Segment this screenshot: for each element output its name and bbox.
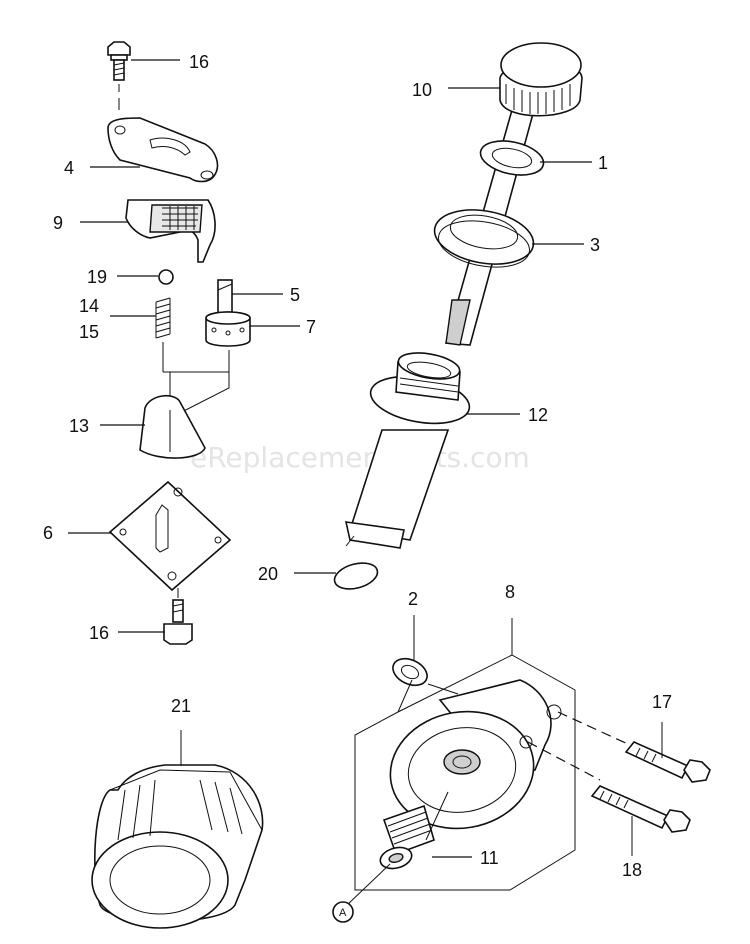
- part-11-nipple: [379, 791, 449, 870]
- part-21-oil-filter: [91, 730, 264, 929]
- label-11: 11: [480, 848, 499, 868]
- label-16-top: 16: [189, 52, 209, 72]
- part-6-plate: [108, 480, 232, 592]
- part-9-screen-bracket: [125, 199, 216, 263]
- label-21: 21: [171, 696, 191, 716]
- label-8: 8: [505, 582, 515, 602]
- part-13-cone: [139, 395, 206, 459]
- label-5: 5: [290, 285, 300, 305]
- callout-a-circle: [332, 901, 354, 923]
- label-3: 3: [590, 235, 600, 255]
- label-12: 12: [528, 405, 548, 425]
- label-20: 20: [258, 564, 278, 584]
- part-8-filter-base: [389, 679, 562, 830]
- part-16-bolt-top: [107, 41, 131, 110]
- part-8-housing-outline: [354, 618, 576, 891]
- part-19-ball: [158, 269, 174, 285]
- part-12-filler-tube: [344, 352, 471, 549]
- label-16-bottom: 16: [89, 623, 109, 643]
- label-13: 13: [69, 416, 89, 436]
- part-5-valve: [217, 279, 233, 317]
- watermark-text: eReplacementParts.com: [190, 441, 530, 474]
- part-14-15-spring: [155, 297, 171, 339]
- label-6: 6: [43, 523, 53, 543]
- label-4: 4: [64, 158, 74, 178]
- label-10: 10: [412, 80, 432, 100]
- label-2: 2: [408, 589, 418, 609]
- part-18-bolt: [590, 785, 691, 856]
- part-1-o-ring: [479, 140, 545, 176]
- label-9: 9: [53, 213, 63, 233]
- label-19: 19: [87, 267, 107, 287]
- callout-a-letter: A: [339, 907, 347, 919]
- part-17-bolt: [624, 722, 711, 783]
- label-1: 1: [598, 153, 608, 173]
- part-20-disc: [333, 562, 379, 590]
- part-2-clip: [392, 615, 428, 687]
- label-17: 17: [652, 692, 672, 712]
- part-3-gasket: [433, 209, 535, 268]
- bolt-18-axis: [527, 741, 601, 781]
- label-14: 14: [79, 296, 99, 316]
- bolt-17-axis: [557, 711, 631, 746]
- part-4-bracket: [107, 117, 219, 183]
- label-18: 18: [622, 860, 642, 880]
- part-7-valve-seat: [205, 311, 251, 347]
- part-16-bolt-bottom: [163, 588, 193, 645]
- label-15: 15: [79, 322, 99, 342]
- label-7: 7: [306, 317, 316, 337]
